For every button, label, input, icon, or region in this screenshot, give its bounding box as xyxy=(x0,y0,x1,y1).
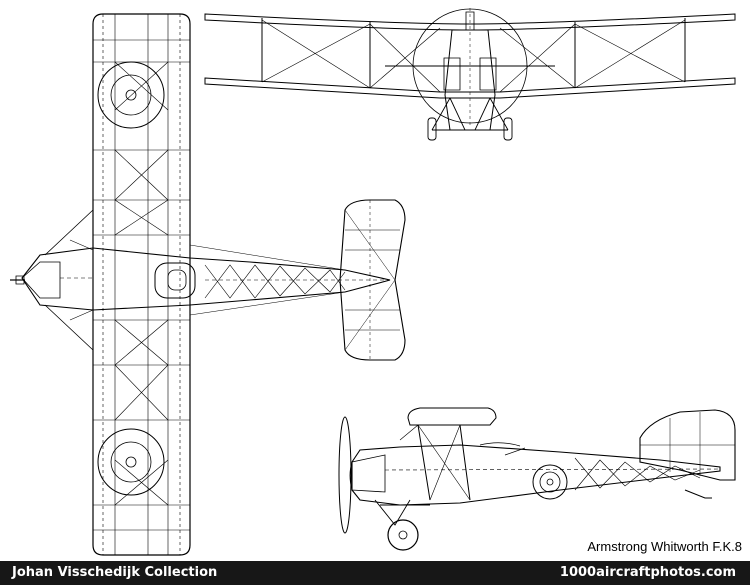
side-struts xyxy=(400,425,470,500)
footer-bar: Johan Visschedijk Collection 1000aircraf… xyxy=(0,561,750,585)
side-upper-wing xyxy=(408,408,496,425)
three-view-drawing xyxy=(0,0,750,560)
plan-fuselage-lattice xyxy=(205,265,390,298)
plan-roundel-top xyxy=(98,62,164,128)
front-undercarriage xyxy=(428,98,512,140)
side-propeller xyxy=(339,417,351,533)
side-view xyxy=(339,408,735,550)
front-bracing xyxy=(262,20,685,92)
plan-tailplane xyxy=(340,200,405,360)
plan-view xyxy=(10,14,405,555)
plan-roundel-bottom xyxy=(98,429,164,495)
plan-engine-cowl xyxy=(22,262,60,298)
front-struts xyxy=(262,18,685,88)
side-wheel xyxy=(388,520,418,550)
side-undercarriage xyxy=(375,500,430,525)
plan-cockpit xyxy=(155,263,195,298)
aircraft-caption: Armstrong Whitworth F.K.8 xyxy=(587,539,742,554)
front-view xyxy=(205,8,735,140)
plan-fuselage xyxy=(22,248,390,310)
side-tail-fin xyxy=(640,410,735,480)
side-roundel xyxy=(533,465,567,499)
front-upper-wing xyxy=(205,14,735,30)
side-fuselage-lattice xyxy=(385,458,720,490)
front-lower-wing xyxy=(205,78,735,98)
footer-site-link[interactable]: 1000aircraftphotos.com xyxy=(559,565,736,580)
plan-wing-ribs xyxy=(93,14,190,555)
plan-wing-outline xyxy=(93,14,190,555)
plan-wing-bracing xyxy=(115,62,168,505)
footer-collection: Johan Visschedijk Collection xyxy=(12,565,218,580)
side-fuselage xyxy=(352,445,720,505)
